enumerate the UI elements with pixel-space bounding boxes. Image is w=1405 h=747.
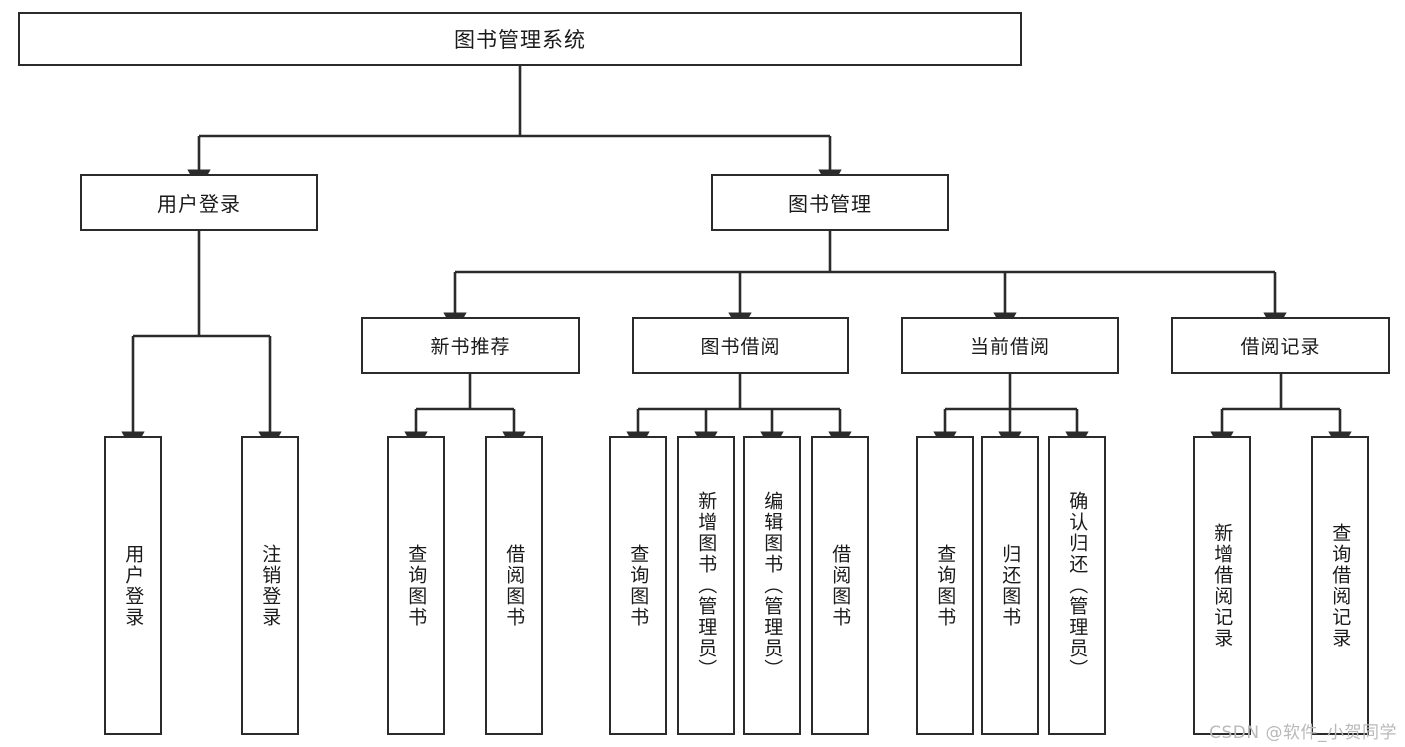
node-book-manage-label: 图书管理 bbox=[788, 192, 872, 216]
node-leaf-add-record-label: 新增借阅记录 bbox=[1211, 522, 1234, 649]
node-leaf-borrow-book-2[interactable]: 借阅图书 bbox=[811, 436, 869, 735]
node-leaf-user-login-label: 用户登录 bbox=[122, 543, 145, 628]
node-borrow-record[interactable]: 借阅记录 bbox=[1171, 317, 1390, 374]
node-leaf-query-book-3-label: 查询图书 bbox=[934, 543, 957, 628]
node-leaf-query-book-2-label: 查询图书 bbox=[627, 543, 650, 628]
node-current-borrow-label: 当前借阅 bbox=[969, 336, 1050, 358]
node-new-book-rec[interactable]: 新书推荐 bbox=[361, 317, 580, 374]
node-leaf-query-record-label: 查询借阅记录 bbox=[1329, 522, 1352, 649]
node-leaf-logout[interactable]: 注销登录 bbox=[241, 436, 299, 735]
node-book-borrow[interactable]: 图书借阅 bbox=[632, 317, 849, 374]
node-root-label: 图书管理系统 bbox=[454, 28, 586, 52]
node-book-borrow-label: 图书借阅 bbox=[700, 336, 781, 358]
node-book-manage[interactable]: 图书管理 bbox=[711, 174, 949, 231]
node-leaf-query-book-3[interactable]: 查询图书 bbox=[916, 436, 974, 735]
node-leaf-add-book-label: 新增图书（管理员） bbox=[695, 491, 718, 680]
node-leaf-logout-label: 注销登录 bbox=[259, 543, 282, 628]
node-leaf-borrow-book-2-label: 借阅图书 bbox=[829, 543, 852, 628]
node-leaf-borrow-book-1[interactable]: 借阅图书 bbox=[485, 436, 543, 735]
node-leaf-borrow-book-1-label: 借阅图书 bbox=[503, 543, 526, 628]
node-leaf-query-book-1-label: 查询图书 bbox=[405, 543, 428, 628]
node-leaf-query-book-1[interactable]: 查询图书 bbox=[387, 436, 445, 735]
node-user-login[interactable]: 用户登录 bbox=[80, 174, 318, 231]
node-new-book-rec-label: 新书推荐 bbox=[430, 336, 511, 358]
node-user-login-label: 用户登录 bbox=[157, 192, 241, 216]
node-borrow-record-label: 借阅记录 bbox=[1240, 336, 1321, 358]
node-leaf-query-book-2[interactable]: 查询图书 bbox=[609, 436, 667, 735]
node-leaf-query-record[interactable]: 查询借阅记录 bbox=[1311, 436, 1369, 735]
node-leaf-add-record[interactable]: 新增借阅记录 bbox=[1193, 436, 1251, 735]
node-leaf-confirm-return[interactable]: 确认归还（管理员） bbox=[1048, 436, 1106, 735]
node-leaf-return-book-label: 归还图书 bbox=[999, 543, 1022, 628]
node-leaf-return-book[interactable]: 归还图书 bbox=[981, 436, 1039, 735]
node-leaf-user-login[interactable]: 用户登录 bbox=[104, 436, 162, 735]
node-root[interactable]: 图书管理系统 bbox=[18, 12, 1022, 66]
node-leaf-add-book[interactable]: 新增图书（管理员） bbox=[677, 436, 735, 735]
node-leaf-edit-book[interactable]: 编辑图书（管理员） bbox=[743, 436, 801, 735]
node-leaf-confirm-return-label: 确认归还（管理员） bbox=[1066, 491, 1089, 680]
node-leaf-edit-book-label: 编辑图书（管理员） bbox=[761, 491, 784, 680]
node-current-borrow[interactable]: 当前借阅 bbox=[901, 317, 1119, 374]
